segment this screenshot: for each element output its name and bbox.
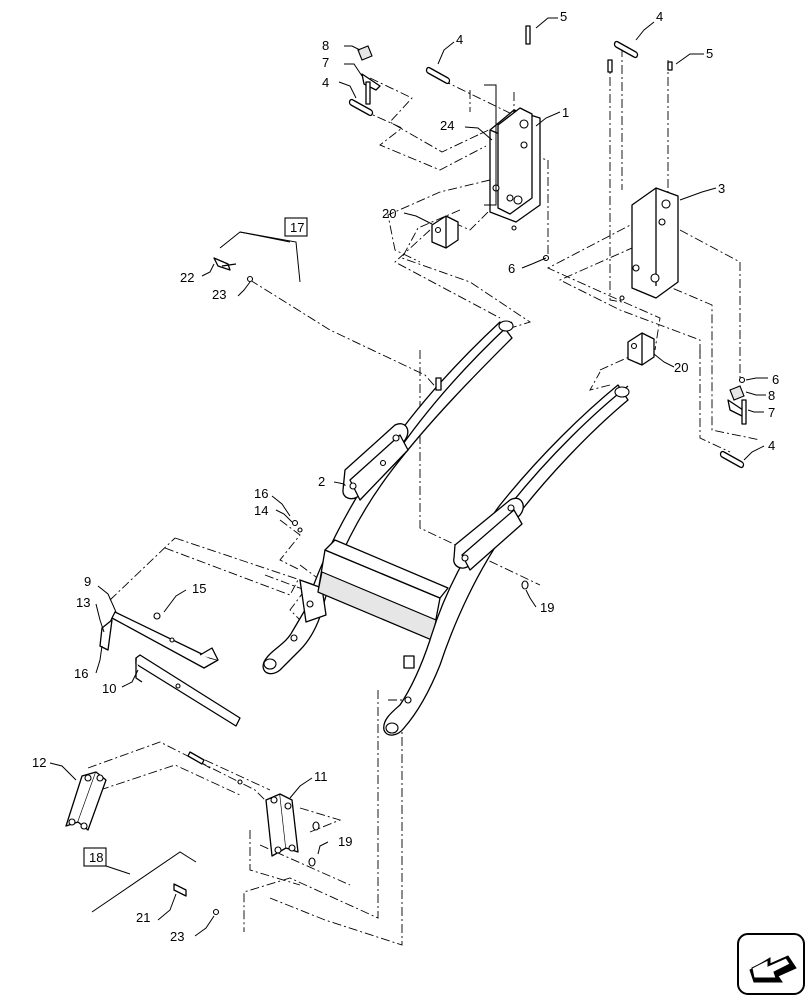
callout-1: 1 — [562, 105, 569, 120]
callout-7b: 7 — [768, 405, 775, 420]
callout-4b: 4 — [322, 75, 329, 90]
link-11 — [265, 793, 299, 857]
callout-23a: 23 — [212, 287, 226, 302]
cross-tube — [317, 539, 449, 641]
right-mount-bracket — [631, 187, 679, 299]
callout-20b: 20 — [674, 360, 688, 375]
callout-4c: 4 — [656, 9, 663, 24]
pins — [348, 40, 745, 469]
previous-page-arrow-icon[interactable] — [737, 933, 805, 995]
callout-leaders — [49, 17, 768, 937]
hose-bracket — [99, 611, 219, 669]
callout-6b: 6 — [772, 372, 779, 387]
spacer-block-left — [431, 215, 459, 249]
callout-6a: 6 — [508, 261, 515, 276]
callout-22: 22 — [180, 270, 194, 285]
callout-9: 9 — [84, 574, 91, 589]
callout-5a: 5 — [560, 9, 567, 24]
reference-17: 17 — [219, 217, 308, 283]
right-loader-arm — [383, 384, 630, 736]
callout-19a: 19 — [540, 600, 554, 615]
left-mount-bracket — [484, 84, 541, 223]
callout-3: 3 — [718, 181, 725, 196]
callout-15: 15 — [192, 581, 206, 596]
spacer-block-right — [627, 332, 655, 366]
reference-18: 18 — [83, 847, 197, 913]
callout-24: 24 — [440, 118, 454, 133]
callout-11: 11 — [314, 769, 328, 784]
callout-5b: 5 — [706, 46, 713, 61]
assembly-lines — [87, 48, 761, 946]
callout-numbers: 1 2 3 4 4 4 4 5 5 6 6 7 7 8 8 9 10 11 12… — [32, 9, 779, 944]
lower-plate — [135, 654, 241, 727]
callout-20a: 20 — [382, 206, 396, 221]
callout-16a: 16 — [254, 486, 268, 501]
small-hardware — [153, 25, 747, 916]
callout-16b: 16 — [74, 666, 88, 681]
callout-8a: 8 — [322, 38, 329, 53]
callout-8b: 8 — [768, 388, 775, 403]
callout-21: 21 — [136, 910, 150, 925]
reference-17-label: 17 — [290, 220, 304, 235]
reference-18-label: 18 — [89, 850, 103, 865]
callout-23b: 23 — [170, 929, 184, 944]
callout-14: 14 — [254, 503, 268, 518]
callout-19b: 19 — [338, 834, 352, 849]
callout-10: 10 — [102, 681, 116, 696]
link-12 — [65, 771, 107, 831]
callout-13: 13 — [76, 595, 90, 610]
callout-4a: 4 — [456, 32, 463, 47]
callout-7a: 7 — [322, 55, 329, 70]
callout-4d: 4 — [768, 438, 775, 453]
callout-12: 12 — [32, 755, 46, 770]
callout-2: 2 — [318, 474, 325, 489]
